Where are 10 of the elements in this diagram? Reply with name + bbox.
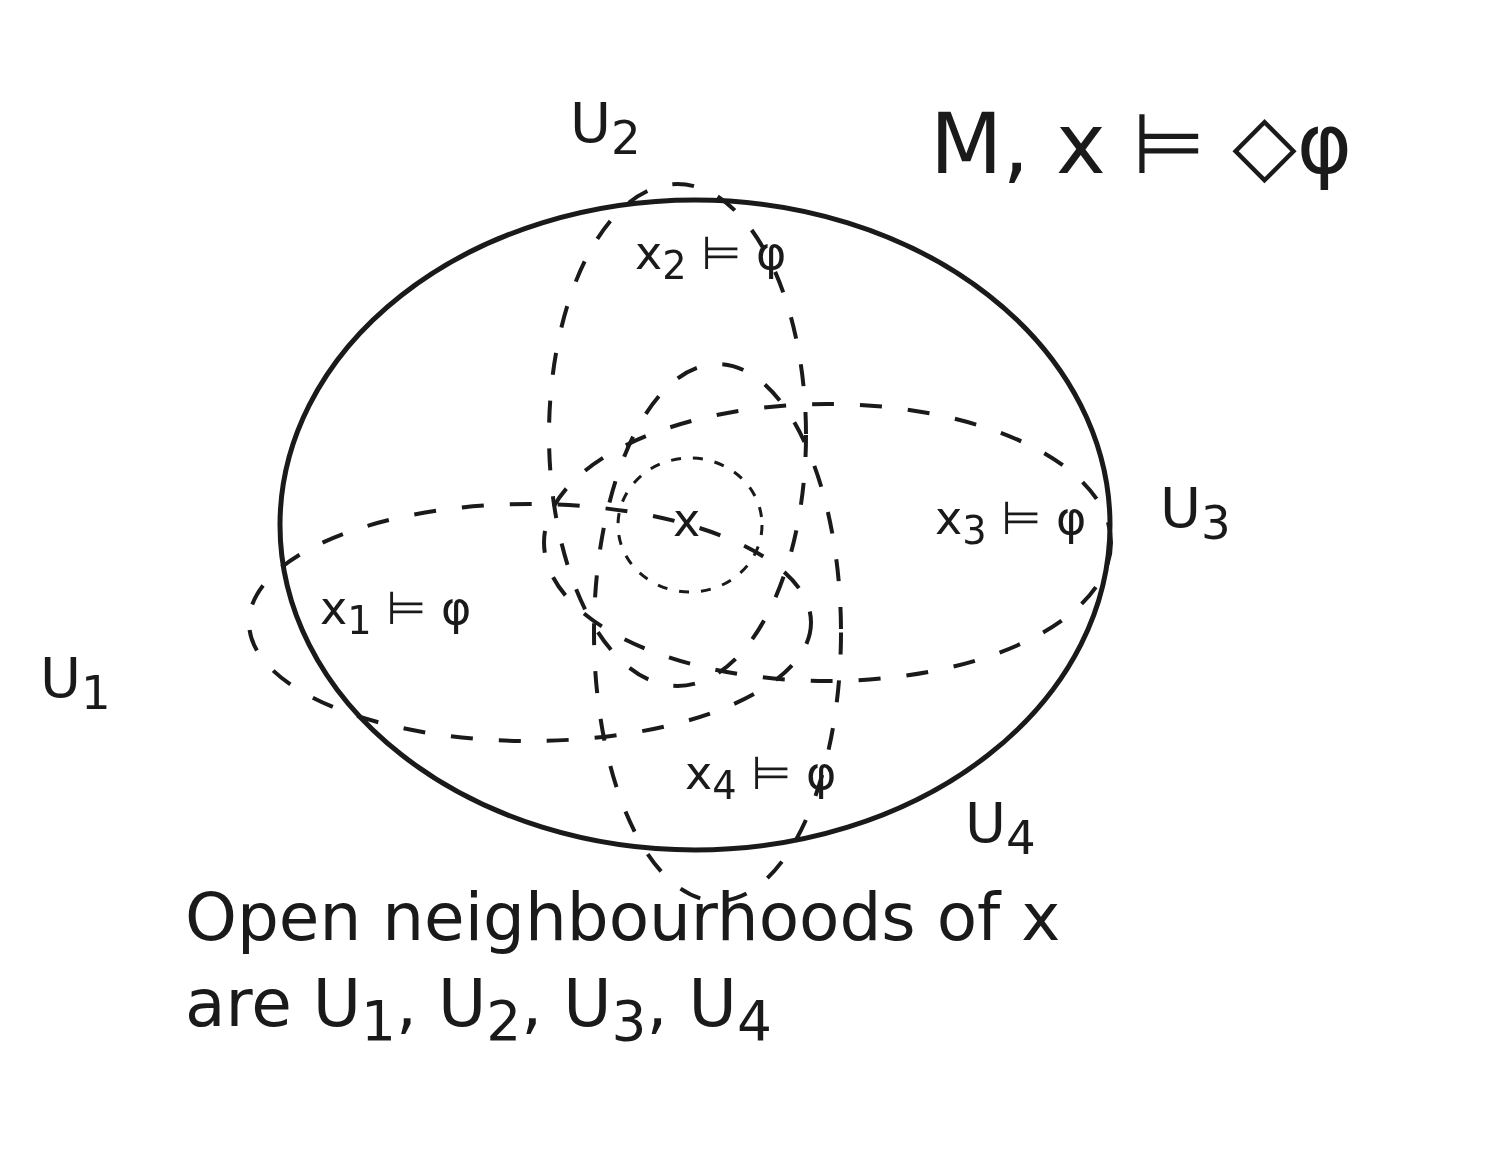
formula-label: x$_{1}$ ⊨ φ xyxy=(320,585,472,641)
caption: Open neighbourhoods of x are U$_{1}$, U$_{2}$, U$_{3}$, U$_{4}$ xyxy=(185,878,1062,1055)
point-label: x xyxy=(673,497,701,543)
set-label: U$_{2}$ xyxy=(570,95,641,162)
set-label: U$_{3}$ xyxy=(1160,480,1231,547)
formula-label: x$_{2}$ ⊨ φ xyxy=(635,230,787,286)
set-label: U$_{1}$ xyxy=(40,650,111,717)
set-label: U$_{4}$ xyxy=(965,795,1036,862)
title: M, x ⊨ ◇φ xyxy=(930,95,1353,193)
formula-label: x$_{3}$ ⊨ φ xyxy=(935,495,1087,551)
